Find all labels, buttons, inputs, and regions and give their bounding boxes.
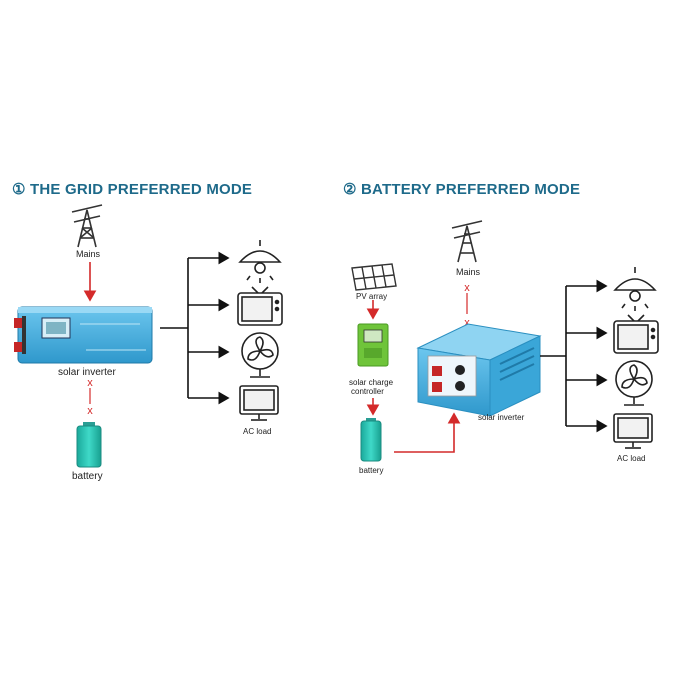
mains-label-right: Mains bbox=[456, 267, 481, 277]
tv-icon-right bbox=[613, 314, 659, 354]
fan-icon-right bbox=[615, 360, 653, 406]
battery-label: battery bbox=[72, 471, 103, 482]
load-bus-lines-right bbox=[540, 279, 608, 433]
solar-inverter-label-right: solar inverter bbox=[478, 413, 525, 422]
lamp-icon bbox=[238, 240, 282, 283]
solar-inverter-label: solar inverter bbox=[58, 367, 116, 378]
controller-label-line2: controller bbox=[351, 387, 384, 396]
controller-label-line1: solar charge bbox=[349, 378, 394, 387]
battery-icon-right bbox=[360, 418, 382, 462]
pylon-icon bbox=[71, 204, 103, 248]
battery-label-right: battery bbox=[359, 466, 384, 475]
x-mark-1: x bbox=[87, 377, 93, 389]
grid-mode-title: ① THE GRID PREFERRED MODE bbox=[12, 181, 253, 198]
solar-inverter-device bbox=[14, 306, 153, 364]
solar-inverter-3d-device bbox=[416, 323, 542, 417]
ac-load-label-right: AC load bbox=[617, 454, 646, 463]
battery-icon bbox=[76, 422, 102, 468]
load-bus-lines bbox=[160, 251, 230, 405]
fan-icon bbox=[241, 332, 279, 378]
battery-mode-title: ② BATTERY PREFERRED MODE bbox=[343, 181, 581, 198]
ac-load-label: AC load bbox=[243, 427, 272, 436]
pv-array-label: PV array bbox=[356, 292, 388, 301]
pv-array-icon bbox=[351, 263, 397, 291]
charge-controller-device bbox=[357, 323, 389, 367]
x-mark-4: x bbox=[464, 317, 470, 329]
lamp-icon-right bbox=[613, 267, 657, 311]
tv-icon bbox=[237, 286, 283, 326]
monitor-icon-right bbox=[613, 413, 653, 449]
monitor-icon bbox=[239, 385, 279, 421]
mains-label: Mains bbox=[76, 249, 101, 259]
battery-to-inverter-arrow bbox=[394, 412, 461, 453]
x-mark-2: x bbox=[87, 405, 93, 417]
pylon-icon-right bbox=[451, 220, 483, 263]
x-mark-3: x bbox=[464, 282, 470, 294]
